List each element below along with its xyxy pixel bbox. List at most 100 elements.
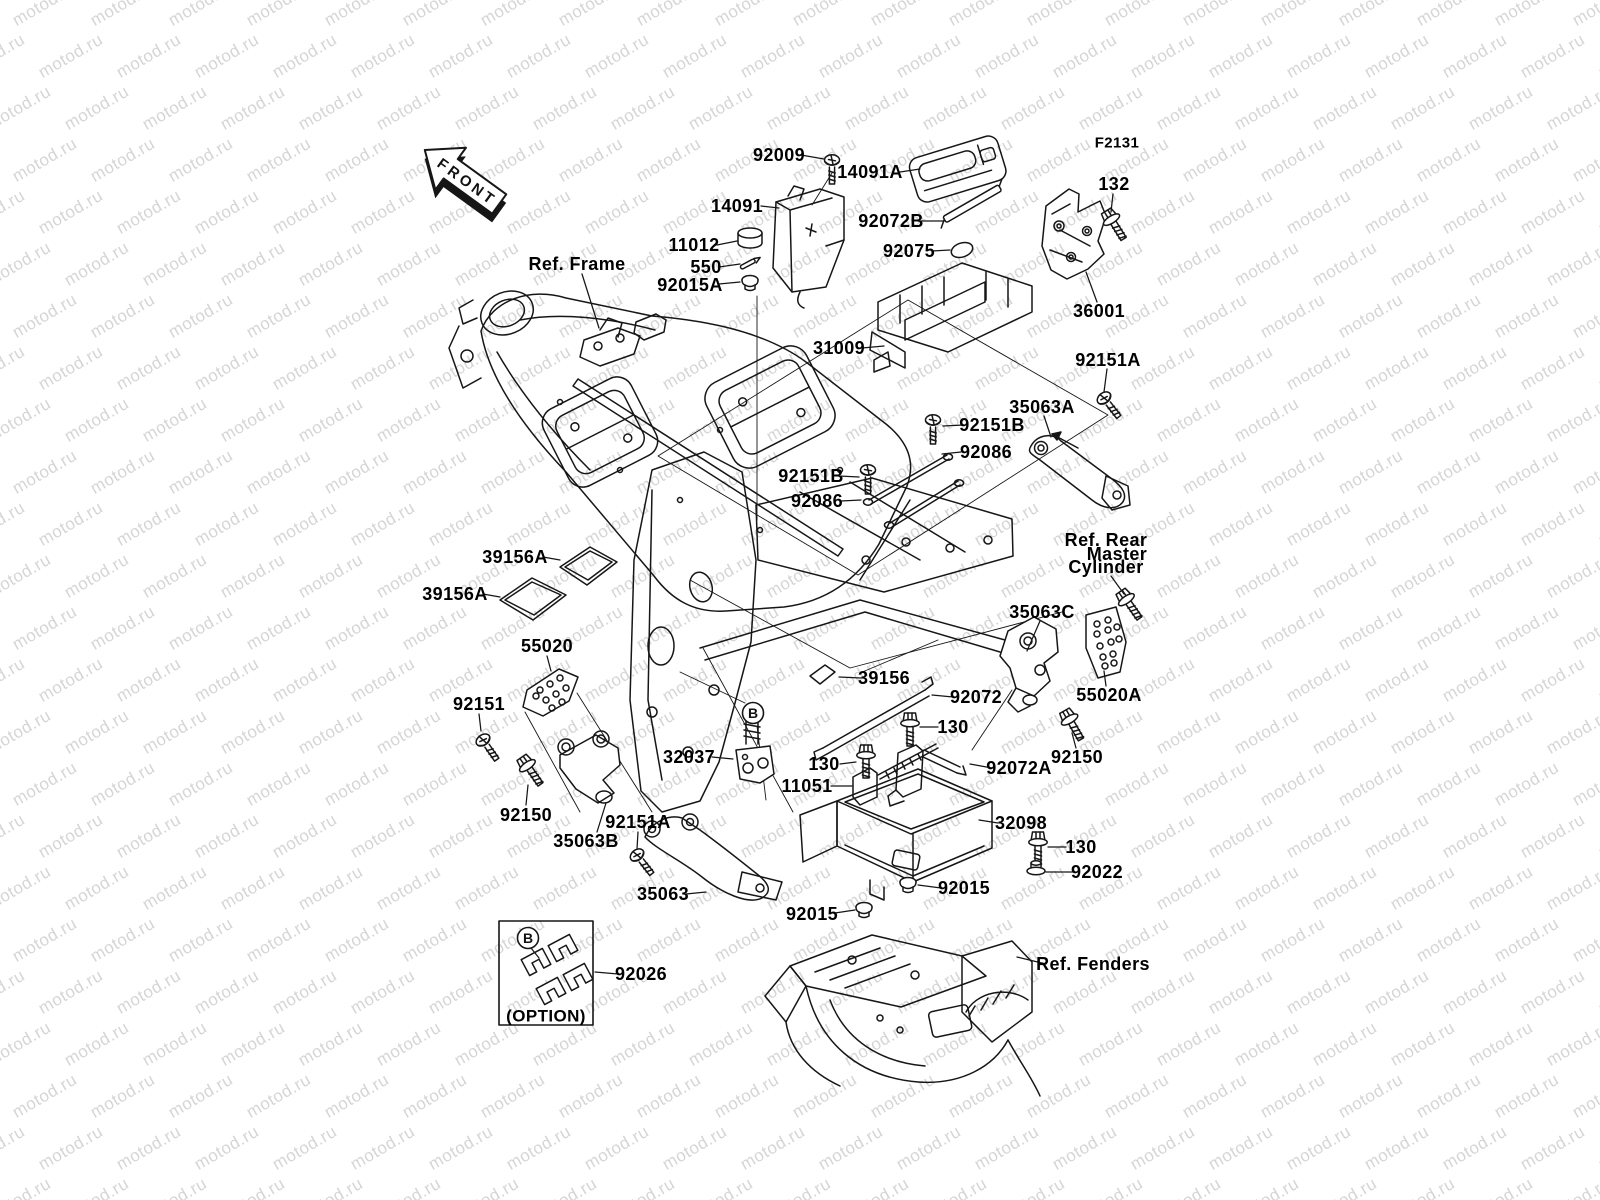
label-39156A-leader [542,556,561,561]
label-92150-2-leader [525,784,529,806]
label-92151A: 92151A [1075,350,1141,370]
label-31009: 31009 [812,338,866,358]
label-36001-leader [1085,271,1098,303]
label-92150-2: 92150 [499,805,553,825]
label-11012: 11012 [668,235,720,255]
label-92009: 92009 [752,145,806,165]
bracket-35063B [557,730,621,804]
detail-marker-circle [741,701,765,725]
label-92015-leader [917,884,942,889]
label-14091A: 14091A [837,162,903,182]
label-132: 132 [1098,174,1130,194]
label-130-2-leader [839,761,857,765]
label-master: Master [1086,544,1148,564]
plug-92075 [950,241,974,259]
label-cylinder-leader [1110,575,1125,595]
label-option: (OPTION) [506,1006,586,1026]
label-92086: 92086 [959,442,1013,462]
label-39156A: 39156A [482,547,548,567]
tray-14091A [908,135,1007,203]
option-box-92026 [498,920,594,1026]
label-14091: 14091 [710,196,764,216]
label-92086-2: 92086 [790,491,844,511]
hinge-32037 [735,713,775,784]
label-92015-2: 92015 [785,904,839,924]
label-92151A-2-leader [636,831,639,850]
label-92072B: 92072B [858,211,924,231]
label-32098-leader [978,819,999,824]
bracket-36001 [1041,188,1107,280]
label-35063A: 35063A [1009,397,1075,417]
label-92151A-2: 92151A [605,812,671,832]
label-92015-2-leader [834,909,856,914]
label-92026: 92026 [614,964,668,984]
battery-cover-14091 [772,185,845,309]
label-92075: 92075 [882,241,936,261]
bracket-35063 [643,813,783,901]
label-11051: 11051 [781,776,833,796]
label-ref-frame: Ref. Frame [528,254,626,274]
label-92151B: 92151B [959,415,1025,435]
detail-marker-circle [516,926,540,950]
label-35063-leader [685,891,707,895]
damper-11012 [737,227,763,249]
label-ref-frame-leader [581,273,600,329]
label-35063A-leader [1043,415,1052,438]
label-92072-leader [931,694,954,698]
label-35063C: 35063C [1009,602,1075,622]
label-92151B-2-leader [838,475,860,478]
label-55020A-leader [1103,670,1107,687]
label-92015A: 92015A [657,275,723,295]
label-35063B: 35063B [553,831,619,851]
footpeg-55020A [1085,606,1127,679]
label-550-leader [718,263,741,268]
label-92151: 92151 [452,694,506,714]
label-92015A-leader [718,281,741,285]
label-92009-leader [800,154,825,160]
label-92086-2-leader [840,499,862,502]
pads-39156A [499,546,618,621]
leader-lines [478,154,1125,975]
label-55020: 55020 [520,636,574,656]
label-92075-leader [931,249,951,252]
label-92026-leader [594,971,619,975]
strap-92072 [813,676,934,761]
label-130: 130 [937,717,969,737]
label-130-2: 130 [808,754,840,774]
label-11012-leader [716,240,738,246]
label-130-3: 130 [1065,837,1097,857]
label-ref-fenders-leader [1016,956,1047,965]
pad-39156 [809,664,836,685]
label-92015: 92015 [937,878,991,898]
label-35063: 35063 [636,884,690,904]
label-55020A: 55020A [1076,685,1142,705]
holder-31009 [869,262,1033,373]
bracket-35063C [999,616,1059,713]
label-92072: 92072 [949,687,1003,707]
label-92151B-leader [942,424,965,427]
detail-marker-tail [530,947,540,959]
pin-550 [739,256,761,270]
detail-markers: BB [516,701,765,959]
label-ref-fenders: Ref. Fenders [1036,954,1150,974]
label-14091-leader [760,205,780,209]
label-32098: 32098 [994,813,1048,833]
frame-art [448,290,1014,813]
label-92022: 92022 [1070,862,1124,882]
label-cylinder: Cylinder [1068,557,1144,577]
label-35063C-leader [1026,620,1041,652]
arm-35063A [1028,431,1131,511]
footpeg-55020 [522,668,579,717]
label-132-leader [1110,193,1114,213]
label-39156: 39156 [857,668,911,688]
label-92151-leader [478,713,482,732]
bracket-11051 [852,743,939,807]
label-39156A-2-leader [482,593,501,598]
label-39156-leader [838,676,862,679]
label-92072A: 92072A [986,758,1052,778]
label-92072A-leader [969,763,993,769]
label-92150: 92150 [1050,747,1104,767]
label-35063B-leader [596,802,607,833]
